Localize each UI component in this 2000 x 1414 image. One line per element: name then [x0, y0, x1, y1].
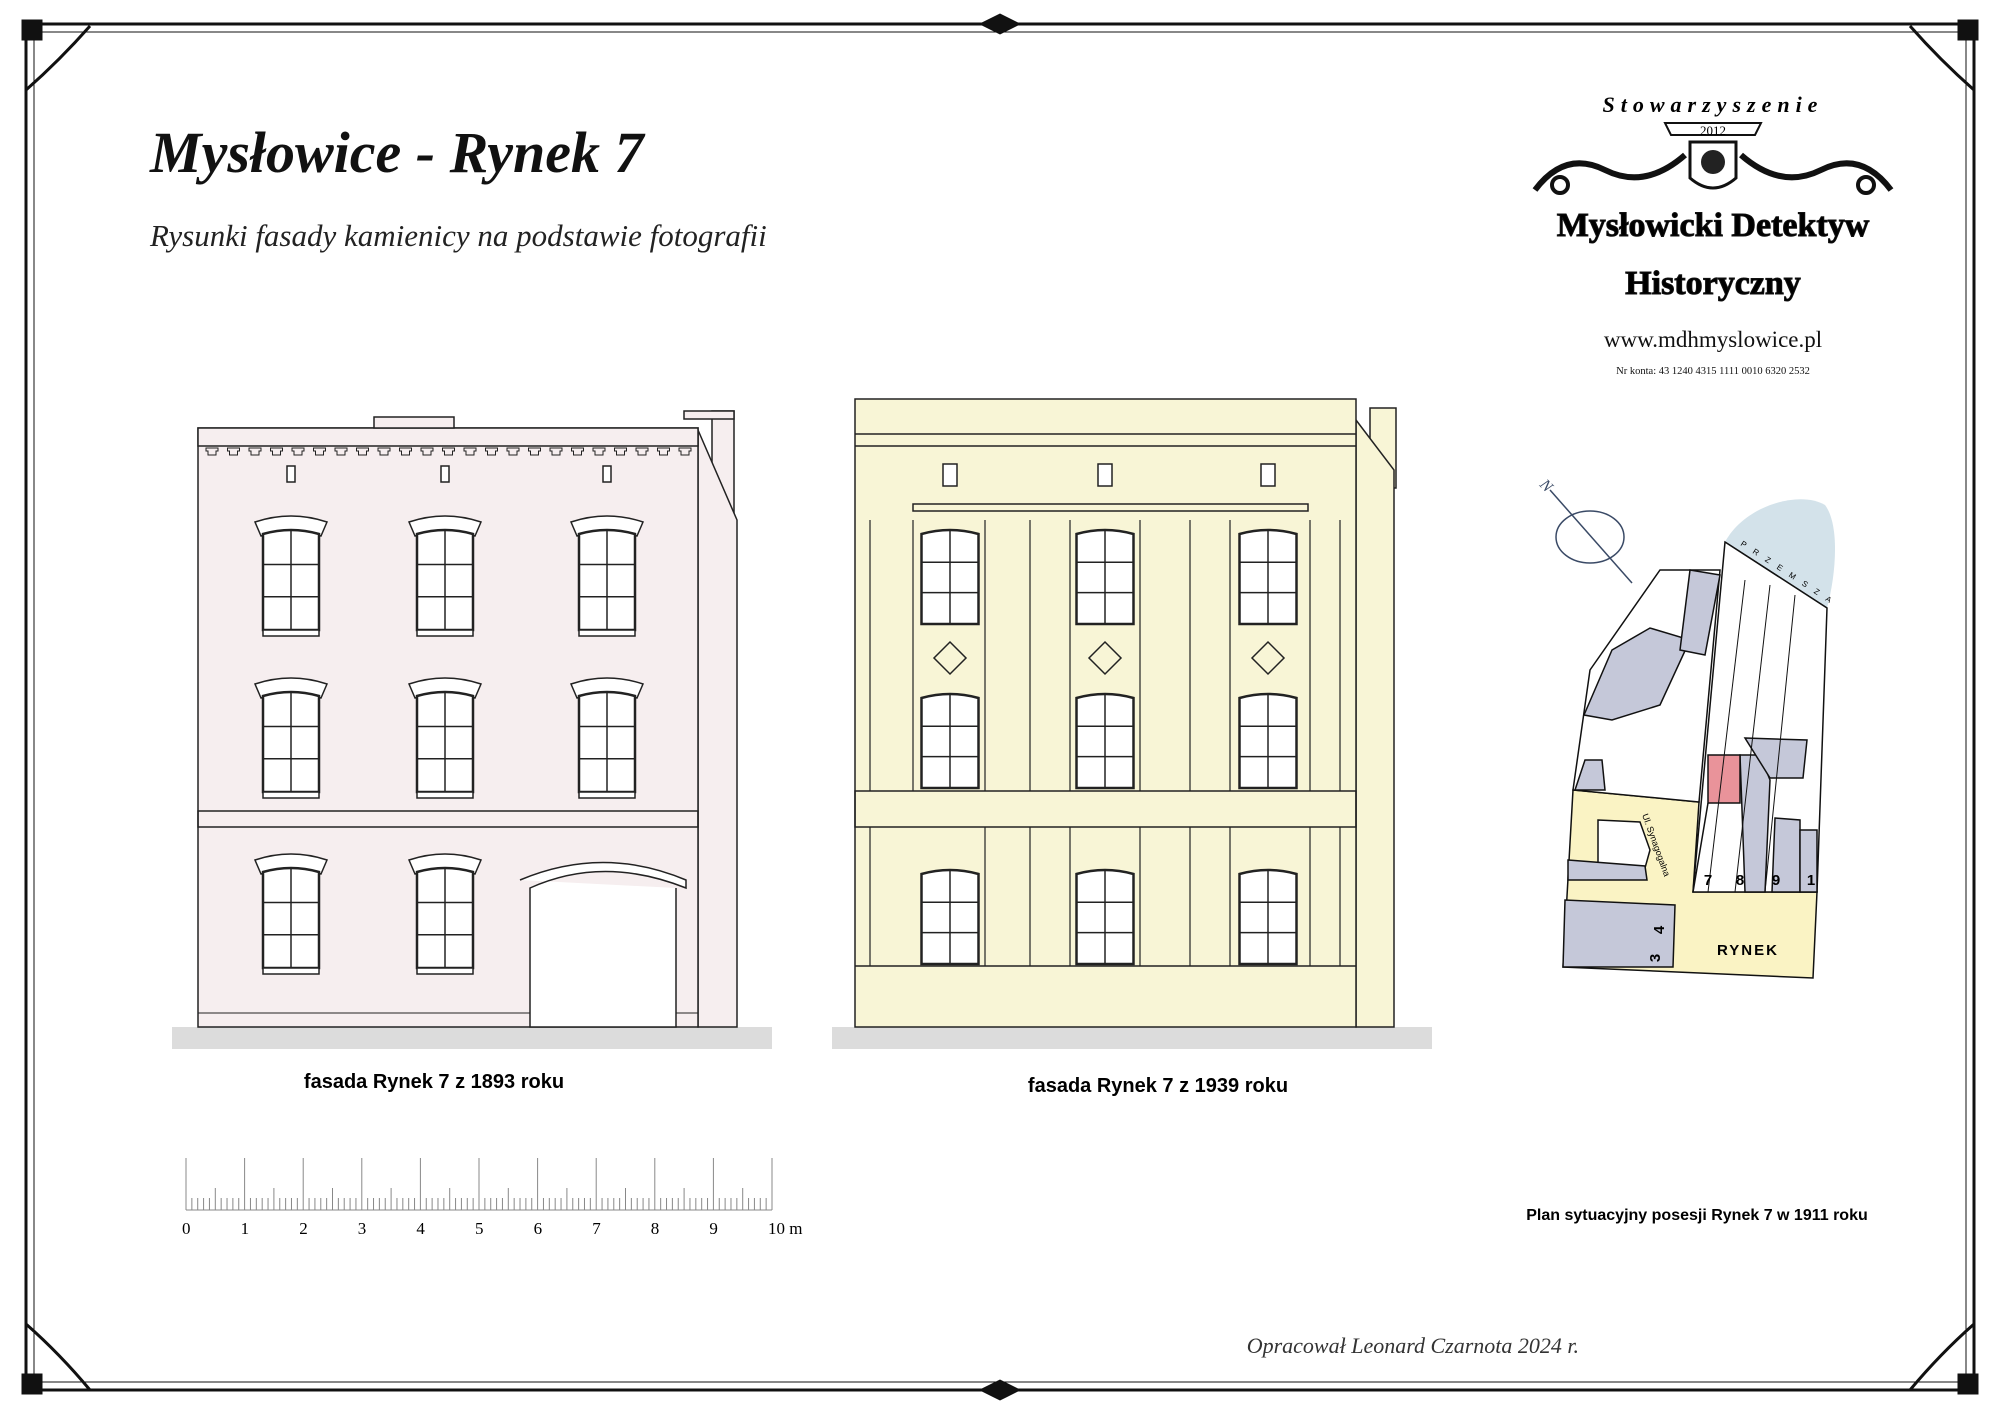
- window: [253, 677, 329, 799]
- association-logo: Stowarzyszenie 2012 Mysłowicki Detektyw …: [1532, 92, 1894, 303]
- author-signature: Opracował Leonard Czarnota 2024 r.: [1247, 1333, 1579, 1358]
- window: [1238, 868, 1298, 966]
- attic-window: [942, 463, 958, 487]
- window: [1238, 692, 1298, 790]
- lot-number: 8: [1736, 872, 1744, 889]
- window: [1238, 528, 1298, 626]
- lot-number: 1: [1807, 872, 1815, 889]
- diamond-ornament: [932, 640, 968, 676]
- scale-label: 2: [299, 1219, 308, 1238]
- face-icon: [1701, 150, 1725, 174]
- facade-1893-caption: fasada Rynek 7 z 1893 roku: [304, 1071, 564, 1093]
- scale-label: 3: [358, 1219, 367, 1238]
- window: [407, 515, 483, 637]
- scale-label: 8: [651, 1219, 660, 1238]
- diamond-ornament: [1250, 640, 1286, 676]
- window: [569, 677, 645, 799]
- attic-window: [602, 465, 612, 483]
- scale-bar: [185, 1158, 773, 1211]
- gate-arch: [519, 861, 687, 1028]
- decorative-border: [21, 13, 1979, 1401]
- window: [569, 515, 645, 637]
- window: [253, 853, 329, 975]
- scale-label: 1: [241, 1219, 250, 1238]
- scale-label: 4: [416, 1219, 425, 1238]
- window: [1075, 692, 1135, 790]
- attic-window: [1260, 463, 1276, 487]
- facade-1939-caption: fasada Rynek 7 z 1939 roku: [1028, 1075, 1288, 1097]
- river-przemsza: [1725, 499, 1836, 608]
- lot-number: 3: [1647, 954, 1664, 962]
- window: [920, 528, 980, 626]
- bank-account: Nr konta: 43 1240 4315 1111 0010 6320 25…: [1616, 366, 1810, 377]
- logo-name-line2: Historyczny: [1625, 265, 1801, 302]
- window: [920, 868, 980, 966]
- facade-1893: [172, 410, 772, 1049]
- window: [253, 515, 329, 637]
- scale-label: 6: [534, 1219, 543, 1238]
- map-caption: Plan sytuacyjny posesji Rynek 7 w 1911 r…: [1526, 1207, 1868, 1224]
- lot-number: 9: [1772, 872, 1780, 889]
- attic-window: [1097, 463, 1113, 487]
- highlighted-parcel-rynek-7: [1707, 754, 1741, 804]
- scale-label: 5: [475, 1219, 484, 1238]
- logo-year: 2012: [1700, 123, 1726, 138]
- lot-number: 7: [1704, 872, 1712, 889]
- scale-label: 7: [592, 1219, 601, 1238]
- attic-window: [440, 465, 450, 483]
- logo-name-line1: Mysłowicki Detektyw: [1557, 207, 1870, 244]
- window: [1075, 528, 1135, 626]
- scale-label: 9: [709, 1219, 718, 1238]
- ground-strip: [832, 1027, 1432, 1049]
- scale-label: 10 m: [768, 1219, 802, 1238]
- square-label: RYNEK: [1717, 942, 1779, 959]
- lot-number: 4: [1651, 925, 1668, 934]
- page-title: Mysłowice - Rynek 7: [149, 120, 645, 185]
- facade-1939: [832, 398, 1432, 1049]
- scale-label: 0: [182, 1219, 191, 1238]
- page-subtitle: Rysunki fasady kamienicy na podstawie fo…: [149, 218, 767, 253]
- website-link[interactable]: www.mdhmyslowice.pl: [1604, 327, 1822, 352]
- window: [1075, 868, 1135, 966]
- attic-window: [286, 465, 296, 483]
- window: [920, 692, 980, 790]
- window: [407, 853, 483, 975]
- window: [407, 677, 483, 799]
- diamond-ornament: [1087, 640, 1123, 676]
- compass-rose: [1549, 489, 1633, 584]
- ground-strip: [172, 1027, 772, 1049]
- logo-top-text: Stowarzyszenie: [1603, 92, 1824, 117]
